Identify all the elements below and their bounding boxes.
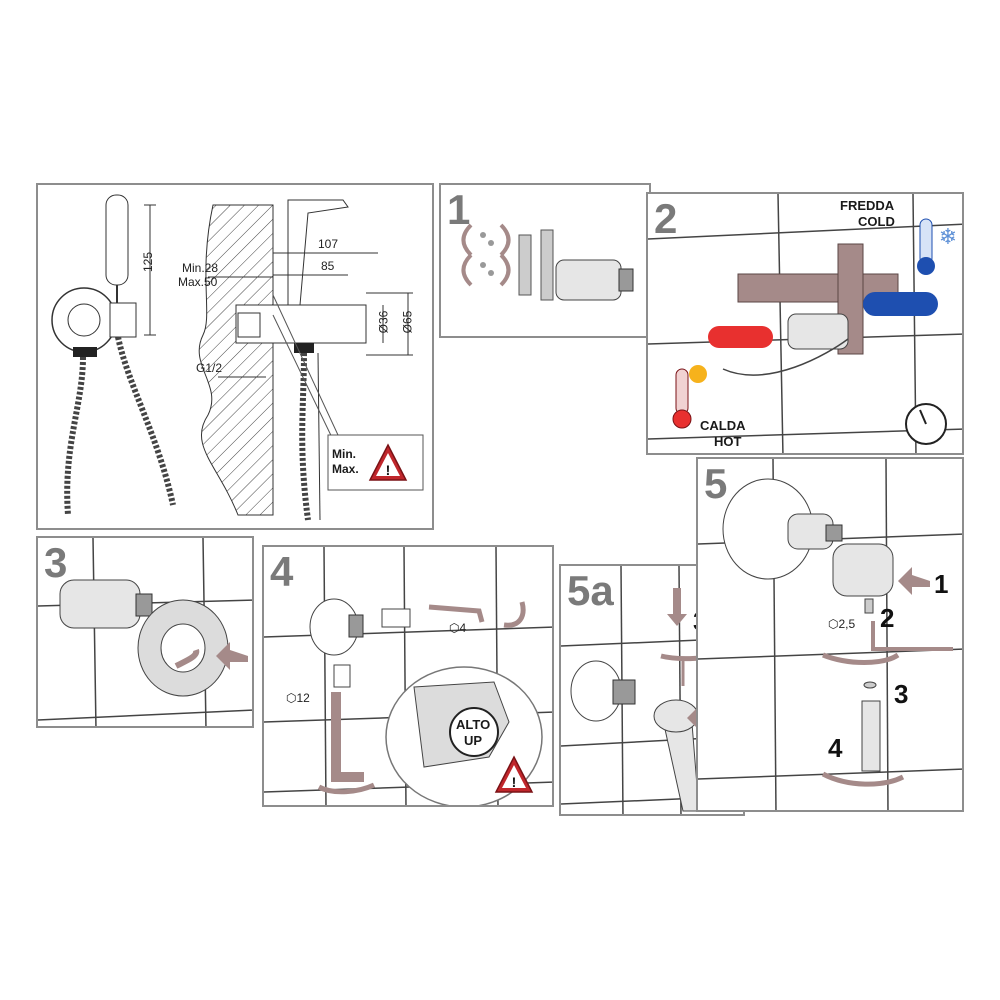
hot-pipe (708, 326, 773, 348)
rotate-arrow-5-4 (821, 771, 905, 787)
hook-bracket (381, 608, 411, 628)
bracket-2 (540, 229, 554, 301)
overview-panel: ! 125 107 85 Min.28 Max.50 G1/2 Ø36 Ø65 … (36, 183, 434, 530)
cold-label-it: FREDDA (840, 198, 895, 213)
step-1-drawing (461, 223, 634, 301)
dim-g12: G1/2 (196, 361, 223, 375)
hex-key-25-size: 2,5 (838, 617, 856, 631)
warning-max: Max. (332, 462, 359, 476)
bracket-1 (518, 234, 532, 296)
alto-up-badge (449, 707, 499, 757)
dim-125: 125 (141, 251, 156, 273)
wall-section (198, 204, 274, 516)
rotate-arrow-icon (174, 649, 200, 669)
step-2-number: 2 (654, 195, 678, 242)
step-4-panel: ! 4 ⬡4 ⬡12 ALTO UP (262, 545, 554, 807)
step-5-panel: 5 1 2 3 4 ⬡2,5 (696, 457, 964, 812)
shower-head-front (105, 194, 129, 286)
push-arrow-icon (216, 642, 248, 670)
allen-key-4 (428, 604, 485, 623)
hexagon-icon: ⬡ (449, 621, 460, 635)
step-2-drawing: ❄ (648, 194, 962, 453)
step-1-panel: 1 (439, 183, 651, 338)
dim-107: 107 (318, 237, 339, 251)
allen-key-12 (331, 692, 364, 782)
hose-front-1 (64, 356, 86, 516)
hexagon-icon: ⬡ (828, 617, 839, 631)
up-label: UP (464, 733, 483, 748)
handle-rod (861, 700, 881, 772)
sun-icon (689, 365, 707, 383)
dim-d65: Ø65 (400, 310, 415, 334)
valve-body-step2 (787, 313, 849, 350)
grub-screw (864, 598, 874, 614)
snowflake-icon: ❄ (939, 225, 957, 250)
hose-side (299, 352, 311, 521)
screw-1 (480, 232, 486, 238)
cold-label-en: COLD (858, 214, 895, 229)
hex-key-4-size: 4 (459, 621, 467, 635)
rotate-arrow-4 (503, 601, 526, 628)
cold-pipe (863, 292, 938, 316)
hex-key-25: ⬡2,5 (828, 617, 855, 631)
thermometer-hot-icon (675, 368, 689, 415)
step-2-panel: ❄ 2 FREDDA COLD CALDA HOT (646, 192, 964, 455)
valve-body (555, 259, 622, 301)
step-5-sub-3: 3 (894, 679, 909, 709)
valve-body-step3 (59, 579, 141, 629)
hot-label-it: CALDA (700, 418, 746, 433)
hose-front-2 (115, 336, 176, 506)
rotate-arrow-5-2 (822, 652, 900, 665)
step-5-sub-2: 2 (880, 603, 895, 633)
down-arrow-icon (667, 588, 687, 626)
overview-drawing: ! (51, 194, 424, 521)
step-5-sub-4: 4 (828, 733, 843, 763)
step-3-drawing (38, 538, 252, 726)
warning-min: Min. (332, 447, 356, 461)
step-1-number: 1 (447, 186, 471, 233)
min-max-warning-box (327, 434, 424, 491)
dim-85: 85 (321, 259, 335, 273)
push-arrow-5 (898, 567, 930, 595)
hex-key-4: ⬡4 (449, 621, 466, 635)
svg-text:!: ! (386, 462, 391, 478)
hexagon-icon: ⬡ (286, 691, 297, 705)
knob (832, 543, 894, 597)
step-4-number: 4 (270, 548, 294, 595)
step-5-sub-1: 1 (934, 569, 949, 599)
bracket-arc-1 (461, 223, 473, 257)
hot-label-en: HOT (714, 434, 742, 449)
svg-text:!: ! (512, 774, 517, 790)
dim-min: Min.28 (182, 261, 219, 275)
step-4-drawing: ! (264, 547, 552, 805)
step-3-number: 3 (44, 539, 68, 586)
hex-key-12: ⬡12 (286, 691, 310, 705)
alto-label: ALTO (456, 717, 491, 732)
bracket-arc-2 (499, 223, 511, 257)
hex-key-12-size: 12 (296, 691, 310, 705)
step-5-drawing (698, 459, 962, 810)
step-3-panel: 3 (36, 536, 254, 728)
rotate-arrow-12 (317, 782, 376, 795)
step-5a-number: 5a (567, 567, 614, 614)
dim-d36: Ø36 (376, 310, 391, 334)
allen-key-25 (871, 621, 953, 651)
step-5-number: 5 (704, 460, 728, 507)
dim-max: Max.50 (178, 275, 218, 289)
